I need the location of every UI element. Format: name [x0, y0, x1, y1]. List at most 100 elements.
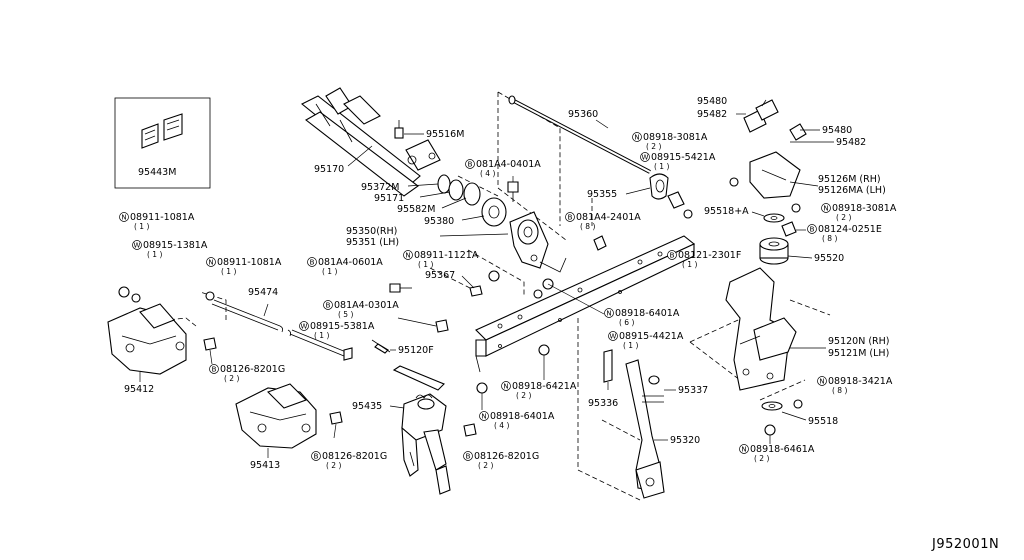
- beam-bracket-mid: [343, 95, 381, 125]
- svg-text:( 2 ): ( 2 ): [516, 391, 531, 400]
- part-95474-rod: 95474: [211, 287, 353, 361]
- clip-95480-b-icon: [789, 123, 807, 141]
- svg-text:B: B: [314, 453, 319, 461]
- part-95320-group: 95336 95337 95320: [588, 349, 708, 499]
- bolt-f4-icon: [593, 235, 607, 251]
- svg-text:( 1 ): ( 1 ): [322, 267, 337, 276]
- part-95170-beam: 95170: [300, 87, 441, 197]
- callout-0891B-6401A: N 08918-6401A ( 6 ): [604, 308, 680, 327]
- svg-text:N: N: [481, 413, 486, 421]
- svg-text:08915-5421A: 08915-5421A: [651, 152, 716, 163]
- svg-text:N: N: [741, 446, 746, 454]
- svg-text:( 6 ): ( 6 ): [619, 318, 634, 327]
- lever-95435-icon: [392, 365, 445, 391]
- svg-text:W: W: [610, 333, 617, 341]
- part-95443M-group: 95443M: [114, 97, 211, 189]
- label-95171: 95171: [374, 193, 404, 204]
- svg-text:N: N: [823, 205, 828, 213]
- label-95443M: 95443M: [138, 167, 176, 178]
- label-95516M: 95516M: [426, 129, 464, 140]
- svg-text:( 5 ): ( 5 ): [338, 310, 353, 319]
- callout-08915-4421A: W 08915-4421A ( 1 ): [608, 331, 684, 350]
- sticker-icon: [141, 113, 183, 149]
- svg-text:08915-4421A: 08915-4421A: [619, 331, 684, 342]
- svg-text:08911-1081A: 08911-1081A: [217, 257, 282, 268]
- diagram-code: J952001N: [931, 537, 999, 552]
- label-95582M: 95582M: [397, 204, 435, 215]
- callout-08918-6461A: N 08918-6461A ( 2 ): [739, 444, 815, 463]
- svg-text:( 4 ): ( 4 ): [480, 169, 495, 178]
- svg-text:08126-8201G: 08126-8201G: [322, 451, 387, 462]
- dashed-boundaries: [167, 91, 831, 501]
- label-95482-a: 95482: [697, 109, 727, 120]
- callout-081A4-0601A: B 081A4-0601A ( 1 ): [307, 257, 383, 276]
- label-95367: 95367: [425, 270, 455, 281]
- label-95120N: 95120N (RH): [828, 336, 890, 347]
- svg-text:( 2 ): ( 2 ): [326, 461, 341, 470]
- part-95350-bracket: 95350(RH) 95351 (LH): [346, 211, 549, 269]
- callout-08126-8201G-a: B 08126-8201G ( 2 ): [209, 364, 285, 383]
- bushing-95380-icon: [481, 197, 507, 227]
- bushing-group: 95372M 95171 95582M 95380: [361, 174, 507, 227]
- svg-text:08918-6461A: 08918-6461A: [750, 444, 815, 455]
- svg-text:( 2 ): ( 2 ): [224, 374, 239, 383]
- part-95360-rod: 95360: [508, 95, 651, 174]
- nut-f12-icon: [488, 270, 500, 282]
- label-95520: 95520: [814, 253, 844, 264]
- washer-f9-icon: [131, 293, 141, 303]
- svg-text:B: B: [810, 226, 815, 234]
- nut-f15-b-icon: [533, 289, 543, 299]
- callout-08918-6421A: N 08918-6421A ( 2 ): [501, 381, 577, 400]
- svg-text:N: N: [606, 310, 611, 318]
- label-95360: 95360: [568, 109, 598, 120]
- svg-text:( 2 ): ( 2 ): [646, 142, 661, 151]
- fastener-callouts: B 081A4-0401A ( 4 ) N 08918-3081A ( 2 ) …: [119, 132, 897, 470]
- callout-081A4-0301A: B 081A4-0301A ( 5 ): [323, 300, 399, 319]
- nut-f8-icon: [118, 286, 130, 298]
- svg-text:08915-1381A: 08915-1381A: [143, 240, 208, 251]
- svg-text:08911-1121A: 08911-1121A: [414, 250, 479, 261]
- clip-95482-a-icon: [755, 99, 779, 121]
- svg-text:( 8 ): ( 8 ): [580, 222, 595, 231]
- svg-text:( 1 ): ( 1 ): [654, 162, 669, 171]
- svg-text:( 2 ): ( 2 ): [836, 213, 851, 222]
- svg-text:B: B: [212, 366, 217, 374]
- label-95372M: 95372M: [361, 182, 399, 193]
- label-95121M: 95121M (LH): [828, 348, 889, 359]
- callout-08918-6401A-lower: N 08918-6401A ( 4 ): [479, 411, 555, 430]
- svg-text:( 1 ): ( 1 ): [134, 222, 149, 231]
- svg-text:08121-2301F: 08121-2301F: [678, 250, 741, 261]
- label-95350: 95350(RH): [346, 226, 397, 237]
- svg-text:( 1 ): ( 1 ): [314, 331, 329, 340]
- right-mount-group: [725, 99, 834, 444]
- bolt-f11-icon: [389, 283, 401, 293]
- part-95355-group: 95355: [587, 173, 693, 219]
- svg-text:( 1 ): ( 1 ): [623, 341, 638, 350]
- callout-08918-3081A-top: N 08918-3081A ( 2 ): [632, 132, 708, 151]
- svg-text:W: W: [642, 154, 649, 162]
- svg-text:N: N: [503, 383, 508, 391]
- svg-text:B: B: [466, 453, 471, 461]
- callout-081A4-0401A: B 081A4-0401A ( 4 ): [465, 159, 541, 178]
- bolt-f13-icon: [435, 319, 449, 333]
- svg-text:( 1 ): ( 1 ): [147, 250, 162, 259]
- callout-08918-3081A-right: N 08918-3081A ( 2 ): [821, 203, 897, 222]
- callout-08126-8201G-c: B 08126-8201G ( 2 ): [311, 451, 387, 470]
- part-95516M-group: 95516M: [394, 120, 464, 140]
- svg-text:N: N: [208, 259, 213, 267]
- svg-text:( 2 ): ( 2 ): [754, 454, 769, 463]
- nut-f20-icon: [538, 344, 550, 356]
- bolt-95367-icon: [469, 285, 483, 297]
- callout-081A4-2401A: B 081A4-2401A ( 8 ): [565, 212, 641, 231]
- svg-text:08918-6421A: 08918-6421A: [512, 381, 577, 392]
- bushing-95582M-icon: [463, 182, 481, 206]
- label-95482-b: 95482: [836, 137, 866, 148]
- svg-text:081A4-0601A: 081A4-0601A: [318, 257, 383, 268]
- part-95413-group: 95413: [235, 383, 343, 471]
- label-95355: 95355: [587, 189, 617, 200]
- label-95380: 95380: [424, 216, 454, 227]
- callout-08126-8201G-b: B 08126-8201G ( 2 ): [463, 451, 539, 470]
- callout-08911-1121A: N 08911-1121A ( 1 ): [403, 250, 479, 269]
- svg-text:B: B: [468, 161, 473, 169]
